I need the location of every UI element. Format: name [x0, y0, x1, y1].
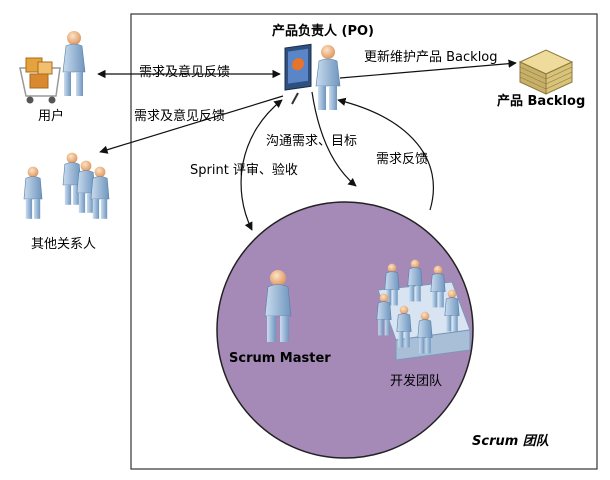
developer-person: [417, 311, 433, 354]
stakeholder-person: [76, 160, 96, 213]
backlog-label: 产品 Backlog: [497, 94, 586, 109]
scrum-master-figure: [264, 270, 292, 342]
stakeholders-figure: [23, 152, 110, 219]
dev-team-label: 开发团队: [390, 374, 443, 389]
stakeholder-feedback-label: 需求及意见反馈: [134, 109, 226, 124]
po-label: 产品负责人 (PO): [272, 24, 374, 39]
edge-req-feedback: [337, 97, 435, 211]
stakeholder-person: [23, 166, 43, 219]
developer-person: [407, 259, 423, 302]
developer-person: [384, 263, 400, 306]
stakeholders-label: 其他关系人: [31, 237, 97, 252]
developer-person: [396, 305, 412, 348]
backlog-stack-icon: [518, 49, 574, 95]
edge-communicate: [311, 91, 357, 187]
user-figure: [19, 31, 86, 104]
communicate-label: 沟通需求、目标: [266, 134, 358, 149]
sprint-review-label: Sprint 评审、验收: [190, 163, 298, 178]
developer-person: [430, 265, 446, 308]
user-feedback-label: 需求及意见反馈: [139, 65, 231, 80]
edge-stakeholder-feedback: [99, 95, 284, 154]
update-backlog-label: 更新维护产品 Backlog: [364, 50, 498, 65]
req-feedback-label: 需求反馈: [376, 152, 429, 167]
scrum-team-label: Scrum 团队: [472, 434, 549, 449]
edge-sprint-review: [240, 99, 283, 231]
developer-person: [444, 289, 460, 332]
developer-person: [376, 293, 392, 336]
stakeholder-person: [90, 166, 110, 219]
scrum-team-boundary: [130, 13, 598, 470]
dev-team-figure: [376, 259, 471, 361]
scrum-master-label: Scrum Master: [229, 351, 331, 366]
edge-update-backlog: [339, 59, 517, 79]
team-circle: [216, 201, 474, 459]
product-owner-figure: [284, 43, 341, 110]
user-label: 用户: [38, 109, 65, 124]
